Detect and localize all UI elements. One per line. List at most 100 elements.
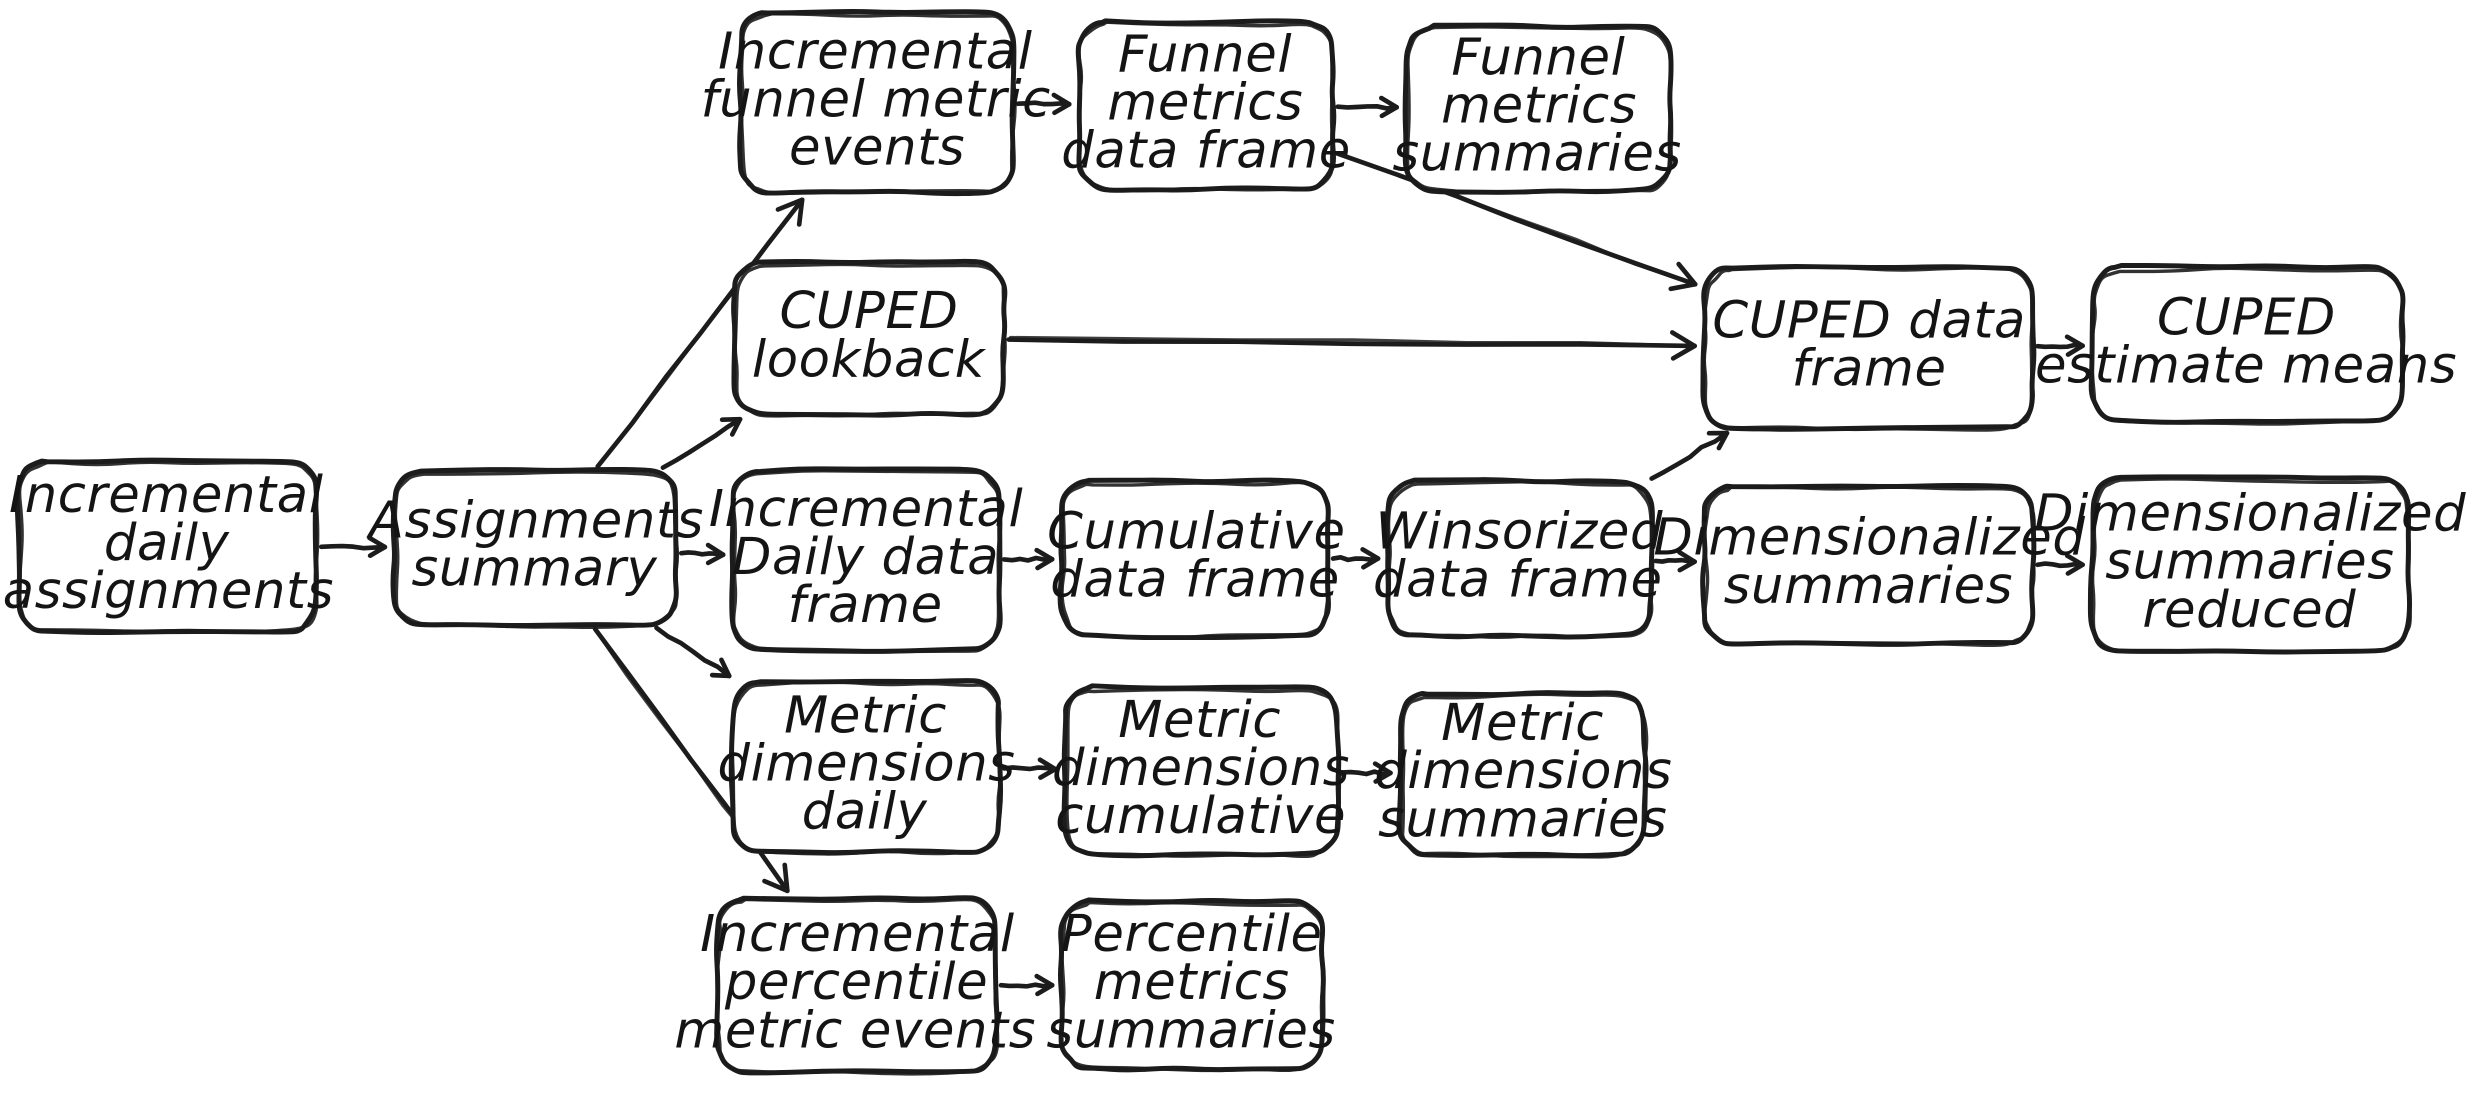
arrowhead-icon xyxy=(719,416,743,437)
arrowhead-icon xyxy=(775,197,805,227)
edge-winsorized-data-frame-to-cuped-data-frame xyxy=(1649,430,1730,481)
node-label-line: frame xyxy=(788,575,943,635)
edge-incremental-daily-data-frame-to-cumulative-data-frame xyxy=(1001,547,1055,571)
node-label-line: summaries xyxy=(1724,556,2013,616)
node-border-sketch-pass xyxy=(1702,484,2036,648)
node-label-line: dimensions xyxy=(718,733,1016,793)
node-border xyxy=(1384,477,1655,640)
node-label-line: metrics xyxy=(1107,73,1303,133)
edge-stroke xyxy=(1340,769,1393,777)
node-border-sketch-pass xyxy=(733,262,1007,418)
node-border xyxy=(1061,683,1342,859)
edge-cuped-lookback-to-cuped-data-frame xyxy=(1006,330,1697,361)
node-border-sketch-pass xyxy=(1065,687,1342,859)
arrowhead-icon xyxy=(2064,553,2085,576)
node-border-sketch-pass xyxy=(1060,480,1331,640)
node-border-sketch-pass xyxy=(1400,692,1649,859)
edge-cuped-data-frame-to-cuped-estimate-means xyxy=(2035,334,2085,357)
arrowhead-icon xyxy=(1706,430,1730,451)
edge-stroke xyxy=(678,550,726,558)
edge-cumulative-data-frame-to-winsorized-data-frame xyxy=(1330,547,1381,570)
node-label-line: Dimensionalized xyxy=(1653,508,2085,568)
arrowhead-icon xyxy=(705,542,726,566)
edge-incremental-percentile-metric-events-to-percentile-metrics-summaries xyxy=(998,973,1055,997)
arrowhead-icon xyxy=(762,862,790,894)
node-border-sketch-pass xyxy=(715,897,1000,1076)
edge-stroke xyxy=(998,982,1055,989)
node-label-line: Metric xyxy=(784,685,947,745)
node-border-sketch-pass xyxy=(1386,480,1655,640)
node-label-line: frame xyxy=(1792,339,1947,399)
node-label-line: Metric xyxy=(1441,693,1604,753)
node-label-line: funnel metric xyxy=(701,69,1051,129)
node-label-line: daily xyxy=(802,782,928,842)
node-label-line: data frame xyxy=(1061,121,1351,181)
edge-stroke xyxy=(2035,342,2085,350)
node-label-line: Funnel xyxy=(1451,28,1625,88)
node-label-line: metric events xyxy=(674,1000,1036,1060)
arrowhead-icon xyxy=(709,657,732,679)
edge-winsorized-data-frame-to-dimensionalized-summaries xyxy=(1653,549,1697,573)
edge-metric-dimensions-daily-to-metric-dimensions-cumulative xyxy=(1001,757,1058,780)
node-label-line: summaries xyxy=(2105,532,2394,592)
node-border-sketch-pass xyxy=(1077,20,1334,193)
node-label-line: Incremental xyxy=(718,21,1033,81)
node-label-line: Incremental xyxy=(9,465,324,525)
node-label-line: Metric xyxy=(1118,690,1281,750)
nodes-layer: IncrementaldailyassignmentsAssignmentssu… xyxy=(3,8,2466,1076)
node-label-line: Percentile xyxy=(1061,904,1323,964)
node-label-line: Incremental xyxy=(709,479,1024,539)
arrowhead-icon xyxy=(1372,761,1393,784)
edge-metric-dimensions-cumulative-to-metric-dimensions-summaries xyxy=(1340,761,1393,784)
node-label-line: summaries xyxy=(1378,789,1667,849)
node-border-sketch-pass xyxy=(731,469,1003,654)
node-label-line: summaries xyxy=(1047,1000,1336,1060)
node-label-line: percentile xyxy=(724,952,988,1012)
arrowhead-icon xyxy=(1034,973,1055,997)
node-label-line: assignments xyxy=(3,561,334,621)
node-label-line: summaries xyxy=(1393,124,1682,184)
edge-stroke-sketch-pass xyxy=(1334,152,1697,286)
node-label-line: dimensions xyxy=(1374,741,1672,801)
edge-stroke xyxy=(318,543,388,551)
edge-stroke xyxy=(1335,103,1400,111)
node-border-sketch-pass xyxy=(2090,266,2406,426)
edge-assignments-summary-to-incremental-daily-data-frame xyxy=(678,542,726,566)
node-label-line: estimate means xyxy=(2035,335,2457,395)
arrowhead-icon xyxy=(367,535,388,559)
edge-assignments-summary-to-incremental-funnel-metric-events xyxy=(595,197,805,469)
arrowhead-icon xyxy=(1051,92,1072,116)
edge-funnel-metrics-data-frame-to-cuped-data-frame xyxy=(1334,151,1698,292)
node-border-sketch-pass xyxy=(1059,900,1325,1073)
node-border-sketch-pass xyxy=(17,460,320,634)
node-label-line: CUPED xyxy=(2157,287,2336,347)
node-label-line: events xyxy=(789,118,965,178)
edge-dimensionalized-summaries-to-dimensionalized-summaries-reduced xyxy=(2035,553,2085,576)
edge-stroke xyxy=(1006,337,1697,349)
node-border-sketch-pass xyxy=(2090,477,2412,655)
edge-assignments-summary-to-cuped-lookback xyxy=(660,416,743,470)
edge-stroke xyxy=(654,625,732,679)
node-label-line: dimensions xyxy=(1052,738,1350,798)
edge-stroke xyxy=(1649,430,1730,481)
node-label-line: Assignments xyxy=(366,491,704,551)
arrowhead-icon xyxy=(1677,549,1697,573)
